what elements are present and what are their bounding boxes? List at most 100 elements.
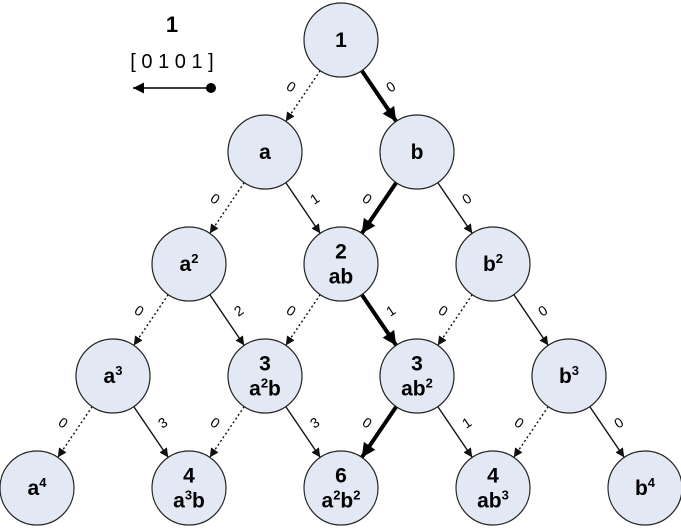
edge-n33-n43 — [513, 406, 549, 458]
term-text: b — [483, 253, 496, 276]
term-text: a — [180, 253, 192, 276]
node-circle — [0, 450, 75, 526]
edge-n32-n42 — [360, 405, 398, 459]
edge-label: 2 — [231, 302, 247, 320]
node-term: a3 — [104, 363, 123, 388]
edge-label: 0 — [512, 414, 528, 432]
term-text: a — [249, 377, 261, 400]
edge-label: 0 — [208, 190, 224, 208]
term-text: a — [28, 477, 40, 500]
edge-label: 0 — [360, 190, 376, 208]
term-text: b — [192, 489, 205, 512]
exponent: 3 — [502, 487, 509, 502]
exponent: 4 — [648, 475, 656, 490]
exponent: 2 — [333, 487, 340, 502]
edge-label: 0 — [383, 78, 399, 96]
node-term: a2 — [180, 251, 199, 276]
legend-vector: [ 0 1 0 1 ] — [130, 51, 213, 73]
term-text: a — [322, 489, 334, 512]
node-term: b2 — [483, 251, 503, 276]
term-text: 1 — [335, 29, 347, 52]
node-circle — [227, 114, 303, 190]
edge-n22-n33 — [513, 294, 549, 346]
node-term: a — [259, 141, 271, 164]
node-term: a2b — [249, 375, 281, 400]
node-n11: b — [379, 114, 455, 190]
edge-n33-n44 — [589, 406, 625, 458]
edge-n00-n10 — [285, 70, 321, 122]
node-circle — [151, 450, 227, 526]
node-term: a4 — [28, 475, 48, 500]
node-n20: a2 — [151, 226, 227, 302]
edge-label: 0 — [132, 302, 148, 320]
edge-label: 0 — [284, 78, 300, 96]
term-text: 2 — [335, 240, 347, 263]
node-n10: a — [227, 114, 303, 190]
node-n00: 1 — [303, 2, 379, 78]
exponent: 4 — [39, 475, 47, 490]
edge-label: 1 — [307, 190, 323, 208]
node-circle — [607, 450, 681, 526]
term-text: a — [104, 365, 116, 388]
node-term: ab — [329, 265, 354, 288]
node-circle — [151, 226, 227, 302]
node-circle — [379, 114, 455, 190]
term-text: ab — [477, 489, 502, 512]
edge-n32-n43 — [437, 406, 473, 458]
edge-label: 1 — [459, 414, 475, 432]
node-circle — [303, 2, 379, 78]
node-count: 3 — [259, 352, 271, 375]
edge-label: 0 — [459, 190, 475, 208]
edge-n30-n41 — [133, 406, 169, 458]
node-count: 4 — [487, 464, 499, 487]
term-text: 4 — [183, 464, 195, 487]
legend: 1 [ 0 1 0 1 ] — [130, 12, 216, 94]
term-text: 4 — [487, 464, 499, 487]
node-circle — [227, 338, 303, 414]
node-circle — [379, 338, 455, 414]
edge-label: 3 — [307, 414, 323, 432]
edge-n30-n40 — [57, 406, 93, 458]
term-text: b — [340, 489, 353, 512]
edge-label: 0 — [56, 414, 72, 432]
node-term: 1 — [335, 29, 347, 52]
exponent: 3 — [185, 487, 192, 502]
edge-n21-n32 — [360, 293, 398, 347]
node-n40: a4 — [0, 450, 75, 526]
term-text: a — [173, 489, 185, 512]
term-text: 3 — [259, 352, 271, 375]
edge-label: 0 — [535, 302, 551, 320]
node-n22: b2 — [455, 226, 531, 302]
node-circle — [455, 226, 531, 302]
exponent: 2 — [261, 375, 268, 390]
exponent: 3 — [572, 363, 579, 378]
node-count: 2 — [335, 240, 347, 263]
node-count: 6 — [335, 464, 347, 487]
node-n30: a3 — [75, 338, 151, 414]
edge-n11-n21 — [360, 181, 398, 235]
node-term: ab3 — [477, 487, 509, 512]
node-term: b — [411, 141, 424, 164]
edge-n10-n21 — [285, 182, 321, 234]
edge-n20-n31 — [209, 294, 245, 346]
node-circle — [303, 450, 379, 526]
edge-label: 3 — [155, 414, 171, 432]
node-term: b3 — [559, 363, 579, 388]
term-text: b — [268, 377, 281, 400]
edge-n20-n30 — [133, 294, 169, 346]
node-n33: b3 — [531, 338, 607, 414]
node-circle — [75, 338, 151, 414]
term-text: ab — [401, 377, 426, 400]
exponent: 2 — [496, 251, 503, 266]
term-text: 6 — [335, 464, 347, 487]
node-n44: b4 — [607, 450, 681, 526]
node-count: 4 — [183, 464, 195, 487]
exponent: 2 — [191, 251, 198, 266]
edge-n11-n22 — [437, 182, 473, 234]
